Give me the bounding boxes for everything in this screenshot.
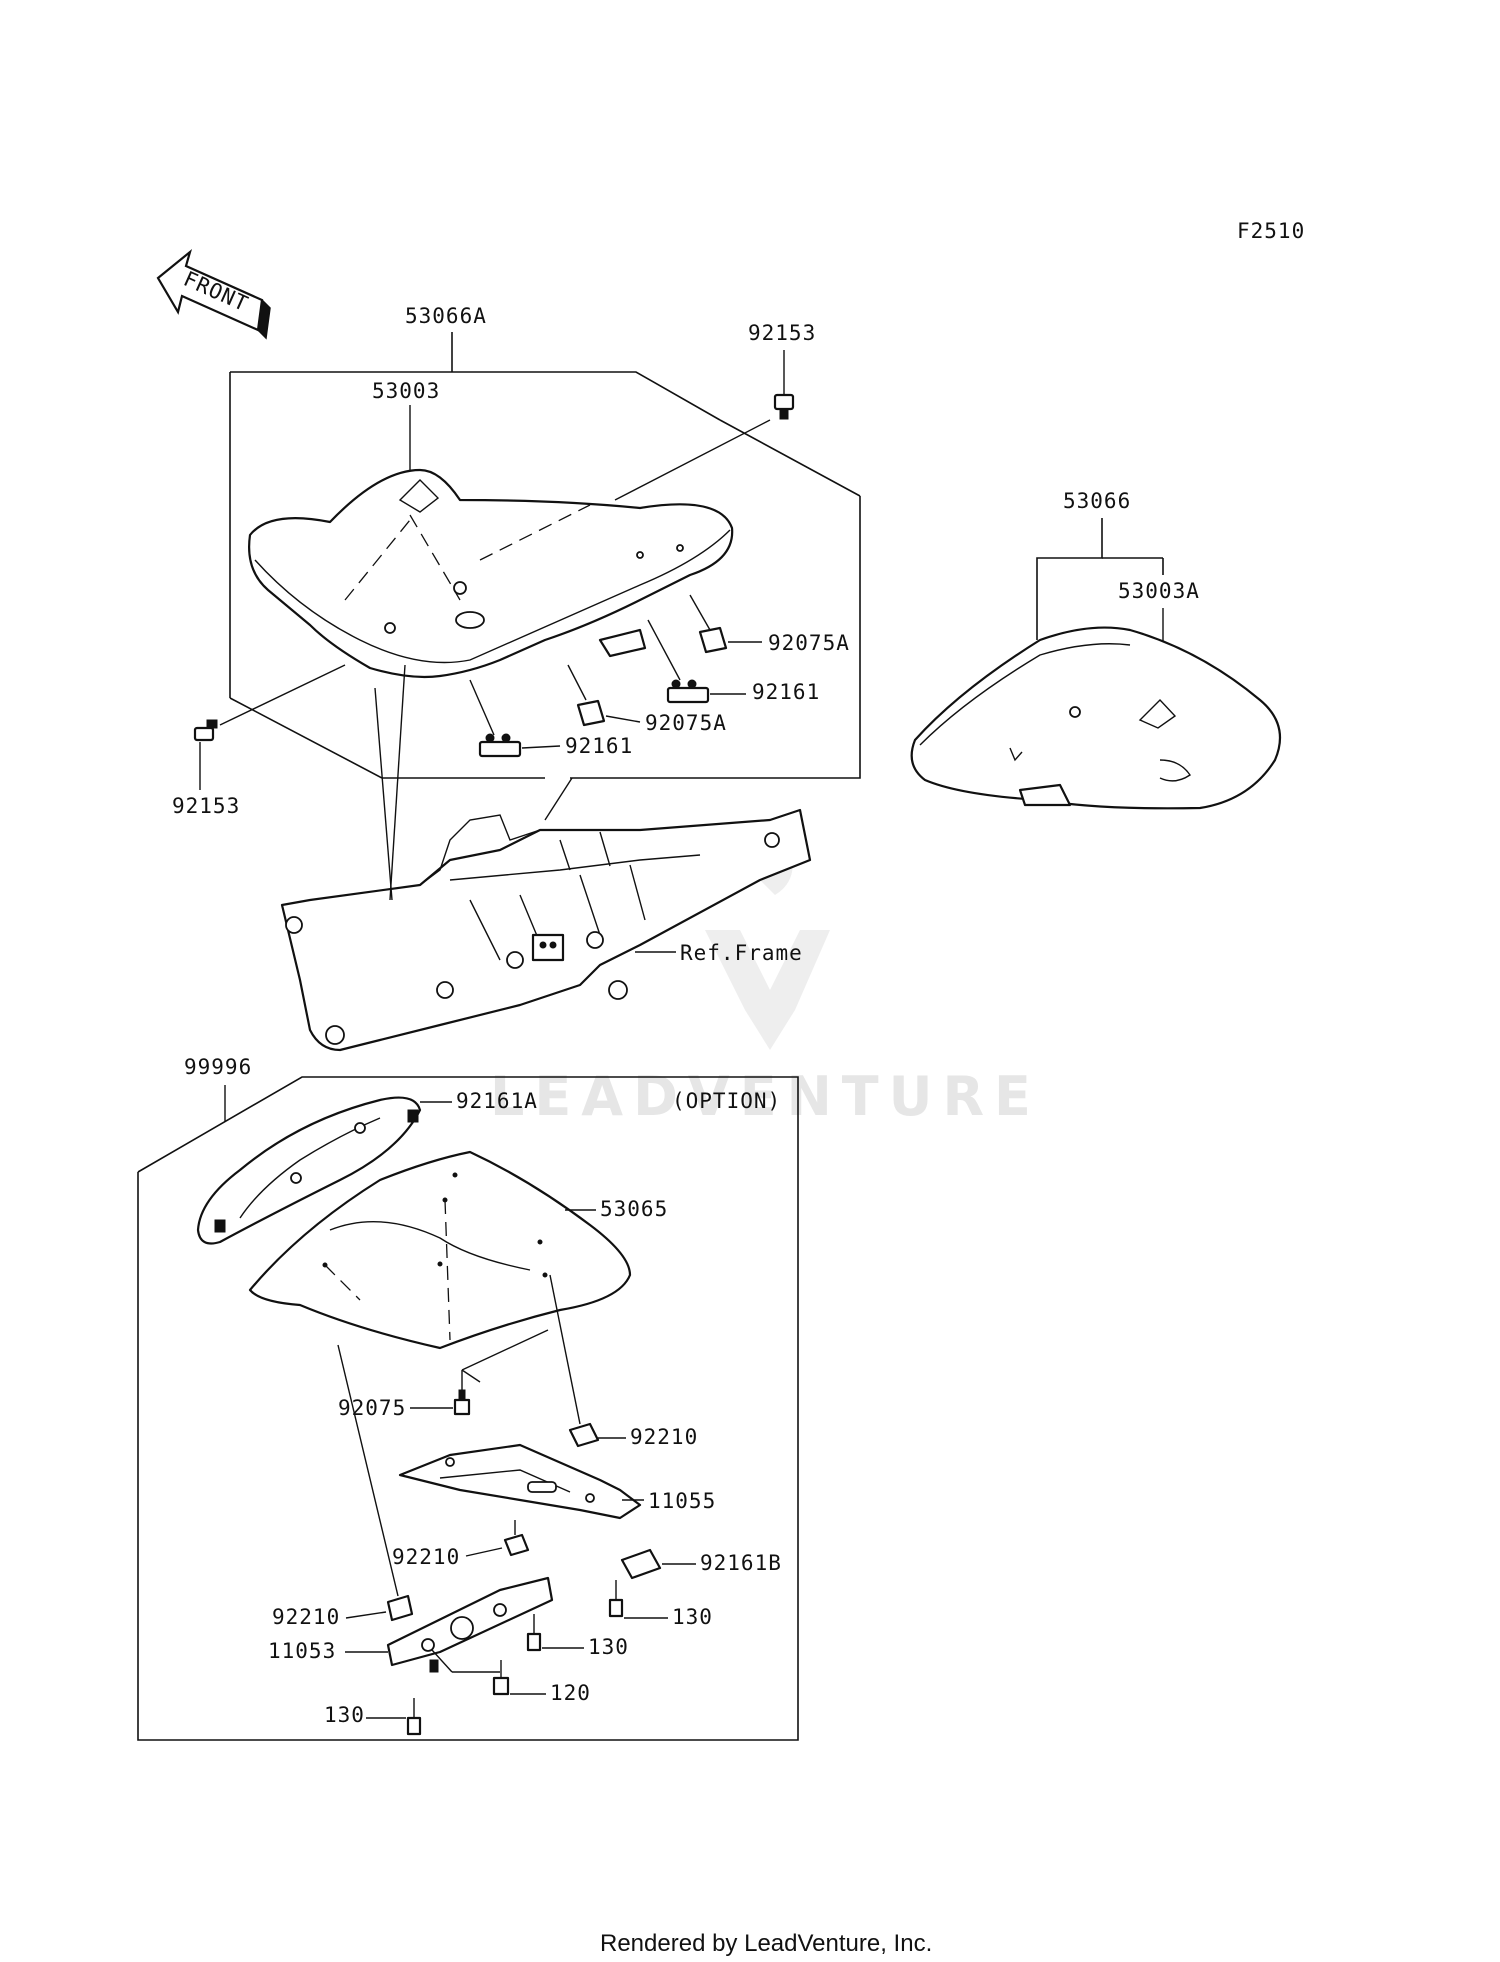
nut-92210-2 [503, 1533, 530, 1557]
label-92161A: 92161A [456, 1089, 538, 1113]
label-92075A-2: 92075A [645, 711, 727, 735]
screw-92153-top [773, 393, 795, 420]
label-92075A-1: 92075A [768, 631, 850, 655]
bolt-120 [492, 1660, 510, 1696]
watermark: LEADVENTURE [490, 840, 1041, 1128]
nut-92210-1 [568, 1422, 600, 1448]
damper-92161-2 [478, 733, 522, 758]
label-ref-frame: Ref.Frame [680, 941, 803, 965]
label-130-3: 130 [324, 1703, 365, 1727]
bolt-130-2 [526, 1614, 542, 1652]
nut-92210-3 [386, 1594, 414, 1622]
label-53066A: 53066A [405, 304, 487, 328]
label-130-2: 130 [588, 1635, 629, 1659]
seat-cover-bracket [196, 1096, 422, 1245]
label-92075: 92075 [338, 1396, 406, 1420]
damper-92161-1 [666, 679, 710, 704]
bolt-130-3 [406, 1698, 422, 1736]
label-92210-1: 92210 [630, 1425, 698, 1449]
label-92161B: 92161B [700, 1551, 782, 1575]
label-92210-3: 92210 [272, 1605, 340, 1629]
label-99996: 99996 [184, 1055, 252, 1079]
rear-frame [280, 808, 812, 1052]
cushion-92075A-1 [698, 626, 728, 654]
plate-11053 [386, 1576, 554, 1673]
bracket-11055 [398, 1443, 642, 1520]
label-11053: 11053 [268, 1639, 336, 1663]
label-92153-left: 92153 [172, 794, 240, 818]
label-92153-top: 92153 [748, 321, 816, 345]
label-53066: 53066 [1063, 489, 1131, 513]
label-53003: 53003 [372, 379, 440, 403]
bolt-130-1 [608, 1580, 624, 1618]
rider-seat [248, 468, 734, 679]
screw-92153-left [193, 719, 218, 742]
label-53065: 53065 [600, 1197, 668, 1221]
option-frame [137, 1076, 799, 1741]
watermark-text: LEADVENTURE [490, 1065, 1041, 1128]
label-92210-2: 92210 [392, 1545, 460, 1569]
label-53003A: 53003A [1118, 579, 1200, 603]
front-arrow-icon: FRONT [156, 248, 271, 340]
label-92161-2: 92161 [565, 734, 633, 758]
label-11055: 11055 [648, 1489, 716, 1513]
seat-assembly-frame [229, 332, 861, 779]
cushion-92075A-2 [576, 699, 606, 727]
cushion-92075 [453, 1389, 471, 1416]
label-92161-1: 92161 [752, 680, 820, 704]
option-label: (OPTION) [672, 1089, 781, 1113]
label-120: 120 [550, 1681, 591, 1705]
footer-credit: Rendered by LeadVenture, Inc. [600, 1930, 932, 1957]
label-130-1: 130 [672, 1605, 713, 1629]
damper-92161B [620, 1548, 662, 1580]
diagram-code: F2510 [1237, 219, 1305, 243]
pillion-seat [910, 626, 1282, 810]
